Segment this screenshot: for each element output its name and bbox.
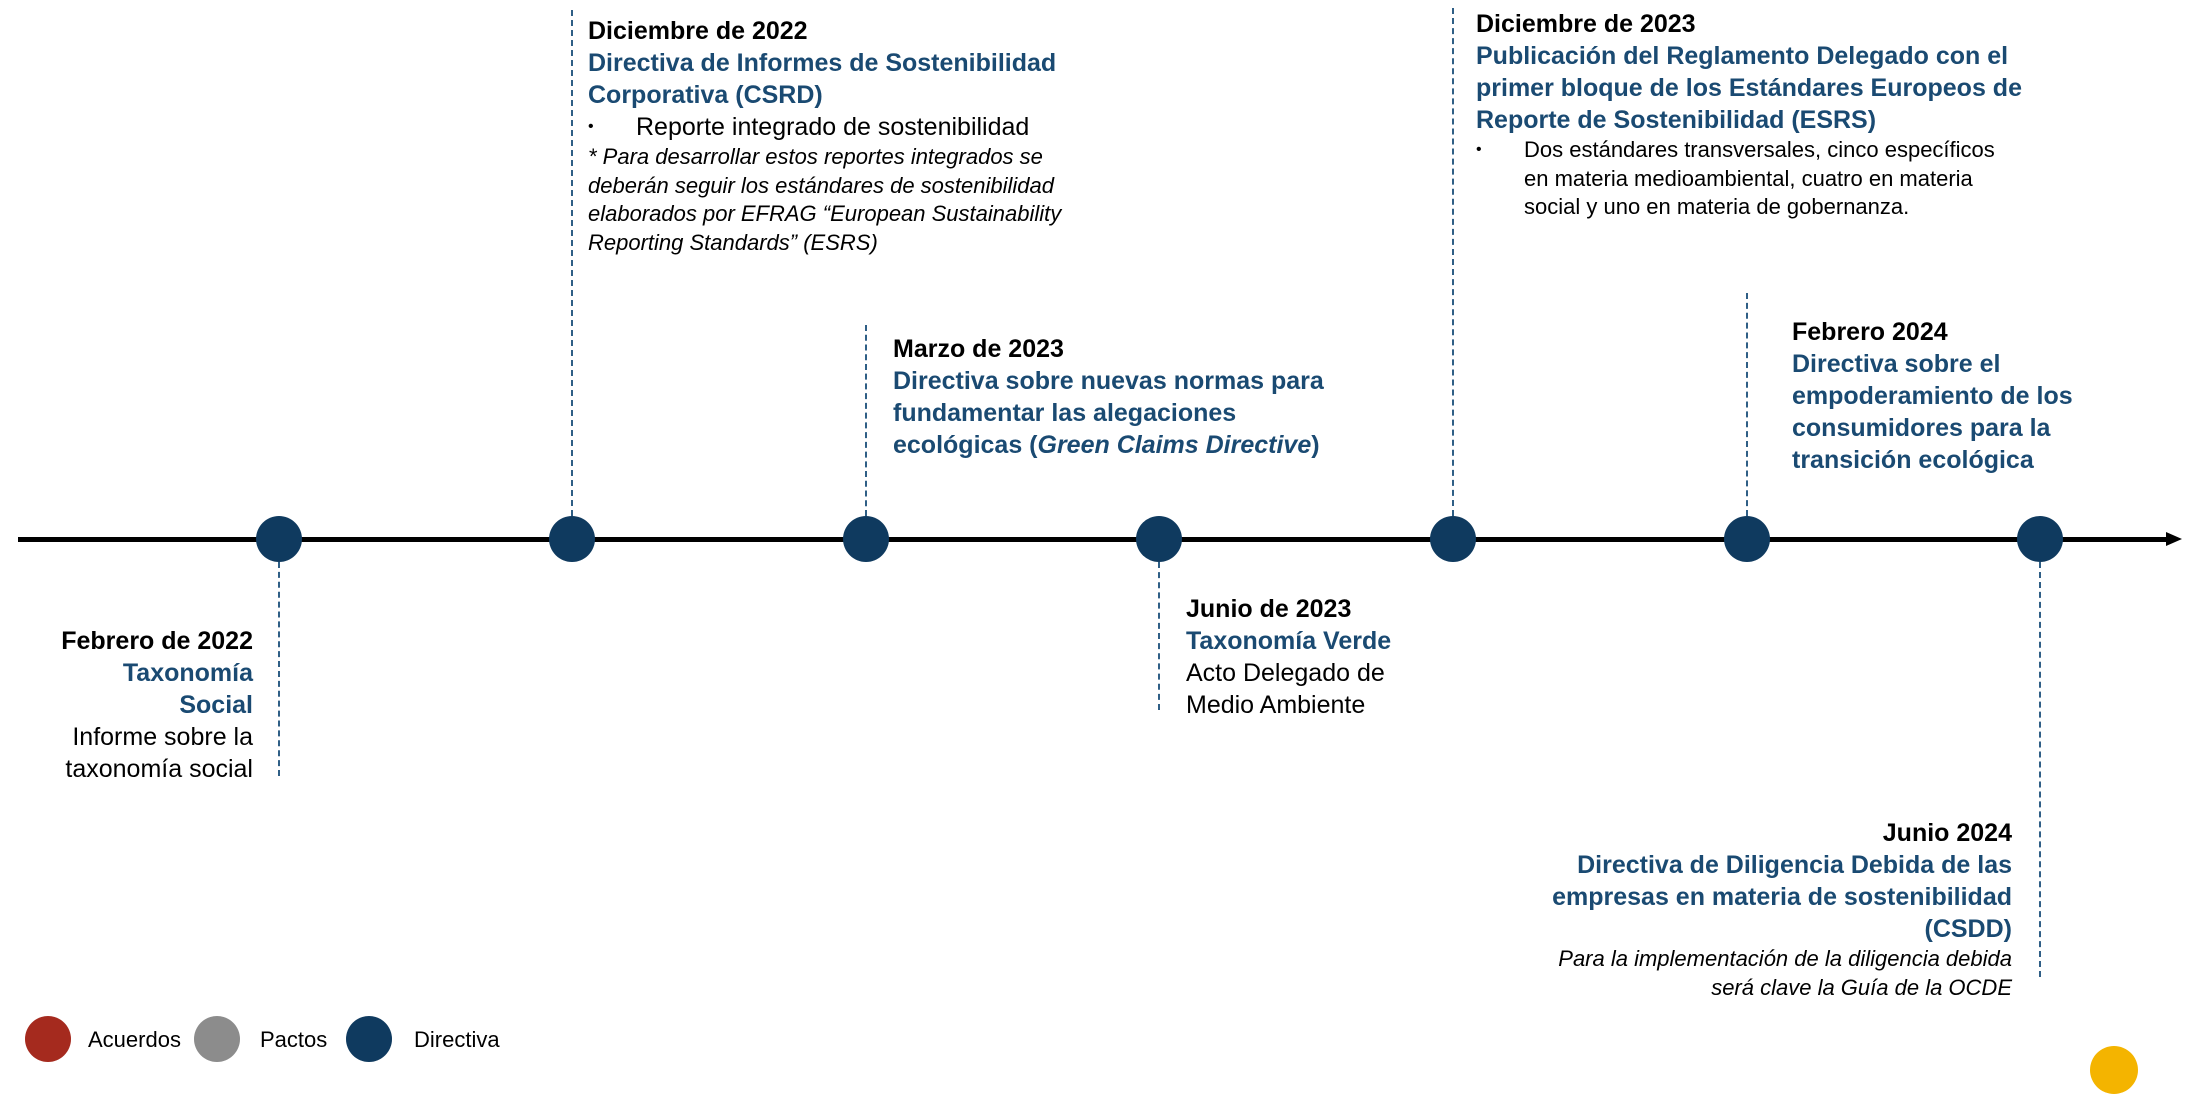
event-title-italic: Green Claims Directive — [1037, 431, 1312, 459]
event-note: será clave la Guía de la OCDE — [1711, 974, 2012, 1000]
event-bullet-text: en materia medioambiental, cuatro en mat… — [1524, 165, 1973, 191]
event-note: deberán seguir los estándares de sosteni… — [588, 172, 1054, 198]
event-description: Acto Delegado de — [1186, 659, 1385, 687]
event-title: Directiva sobre nuevas normas para — [893, 367, 1324, 395]
event-date: Febrero de 2022 — [61, 627, 253, 655]
timeline-node-dec2023 — [1430, 516, 1476, 562]
connector-jun2024 — [2039, 562, 2041, 977]
event-date: Marzo de 2023 — [893, 335, 1064, 363]
timeline-arrow-icon — [2166, 532, 2182, 546]
event-title: ecológicas (Green Claims Directive) — [893, 429, 1413, 461]
event-date: Diciembre de 2022 — [588, 17, 808, 45]
event-feb2022: Febrero de 2022 Taxonomía Social Informe… — [20, 625, 253, 785]
timeline-node-feb2022 — [256, 516, 302, 562]
event-description: Medio Ambiente — [1186, 691, 1366, 719]
event-note: elaborados por EFRAG “European Sustainab… — [588, 201, 1062, 226]
logo-icon — [2090, 1046, 2138, 1094]
event-mar2023: Marzo de 2023 Directiva sobre nuevas nor… — [893, 333, 1413, 461]
event-jun2023: Junio de 2023 Taxonomía Verde Acto Deleg… — [1186, 593, 1486, 721]
legend-label-acuerdos: Acuerdos — [88, 1027, 181, 1052]
timeline-node-feb2024 — [1724, 516, 1770, 562]
event-title: fundamentar las alegaciones — [893, 399, 1237, 427]
event-date: Junio 2024 — [1882, 819, 2012, 847]
event-title: Directiva sobre el — [1792, 350, 2001, 378]
event-feb2024: Febrero 2024 Directiva sobre el empodera… — [1792, 316, 2152, 476]
event-description: Informe sobre la — [72, 723, 253, 751]
event-note: Para la implementación de la diligencia … — [1558, 946, 2012, 971]
bullet-dot-icon: • — [1476, 141, 1482, 158]
event-title-prefix: ecológicas ( — [893, 431, 1038, 459]
event-title: Directiva de Diligencia Debida de las — [1577, 851, 2012, 879]
timeline-node-dec2022 — [549, 516, 595, 562]
event-date: Febrero 2024 — [1792, 318, 1948, 346]
event-bullet: • Dos estándares transversales, cinco es… — [1476, 136, 2116, 222]
event-title: Reporte de Sostenibilidad (ESRS) — [1476, 106, 1877, 134]
event-title: consumidores para la — [1792, 414, 2051, 442]
connector-dec2023 — [1452, 8, 1454, 516]
connector-feb2022 — [278, 562, 280, 776]
connector-mar2023 — [865, 325, 867, 516]
connector-feb2024 — [1746, 293, 1748, 516]
legend-dot-acuerdos — [25, 1016, 71, 1062]
legend-dot-directiva — [346, 1016, 392, 1062]
event-description: taxonomía social — [65, 755, 253, 783]
event-date: Diciembre de 2023 — [1476, 10, 1696, 38]
bullet-dot-icon: • — [588, 118, 594, 135]
event-title: transición ecológica — [1792, 446, 2034, 474]
event-title: (CSDD) — [1924, 915, 2013, 943]
event-title: Publicación del Reglamento Delegado con … — [1476, 42, 2009, 70]
event-note: Reporting Standards” (ESRS) — [588, 229, 878, 255]
timeline-node-mar2023 — [843, 516, 889, 562]
event-dec2022: Diciembre de 2022 Directiva de Informes … — [588, 15, 1148, 257]
event-date: Junio de 2023 — [1186, 595, 1352, 623]
event-title: Directiva de Informes de Sostenibilidad — [588, 49, 1057, 77]
event-jun2024: Junio 2024 Directiva de Diligencia Debid… — [1480, 817, 2012, 1002]
legend-label-pactos: Pactos — [260, 1027, 328, 1052]
event-bullet: • Reporte integrado de sostenibilidad — [588, 111, 1148, 143]
timeline-axis — [18, 537, 2168, 542]
event-title: Social — [179, 691, 253, 719]
connector-jun2023 — [1158, 562, 1160, 710]
event-bullet-text: social y uno en materia de gobernanza. — [1524, 194, 1910, 219]
event-note: * Para desarrollar estos reportes integr… — [588, 144, 1043, 169]
event-bullet-text: Reporte integrado de sostenibilidad — [636, 113, 1030, 141]
legend-label-directiva: Directiva — [414, 1027, 500, 1052]
timeline-node-jun2023 — [1136, 516, 1182, 562]
event-title: primer bloque de los Estándares Europeos… — [1476, 74, 2022, 102]
event-title: Corporativa (CSRD) — [588, 81, 823, 109]
event-title: Taxonomía Verde — [1186, 627, 1392, 655]
event-dec2023: Diciembre de 2023 Publicación del Reglam… — [1476, 8, 2116, 222]
event-title: Taxonomía — [122, 659, 253, 687]
event-title-suffix: ) — [1311, 431, 1320, 459]
connector-dec2022 — [571, 10, 573, 516]
event-bullet-text: Dos estándares transversales, cinco espe… — [1524, 137, 1995, 162]
legend-dot-pactos — [194, 1016, 240, 1062]
event-title: empoderamiento de los — [1792, 382, 2073, 410]
event-title: empresas en materia de sostenibilidad — [1552, 883, 2012, 911]
timeline-node-jun2024 — [2017, 516, 2063, 562]
